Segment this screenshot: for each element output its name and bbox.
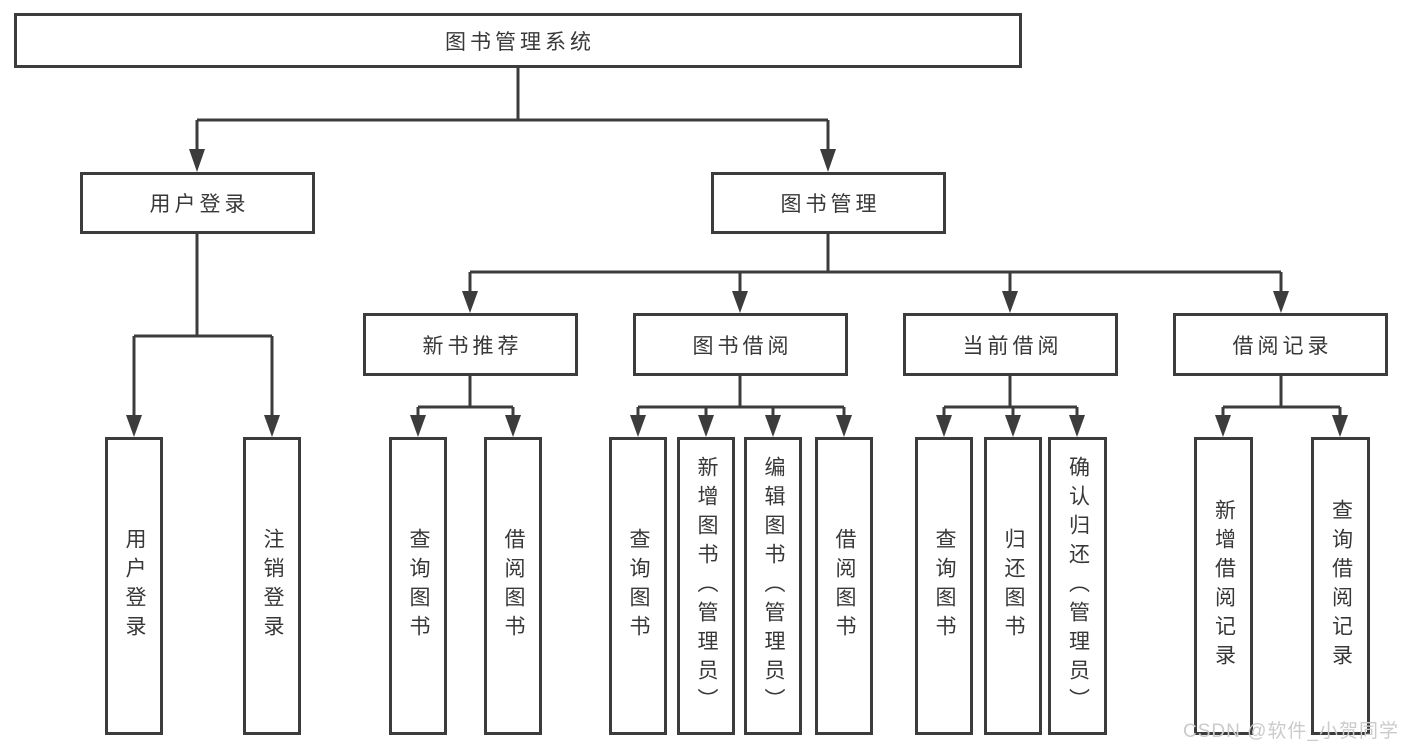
arrowhead-icons — [126, 149, 1348, 437]
leaf-current-confirm-return-admin: 确认归还（管理员） — [1048, 437, 1107, 735]
connector-path — [132, 234, 274, 417]
arrow-down-icon — [1215, 415, 1231, 437]
node-label: 查询借阅记录 — [1329, 499, 1353, 673]
arrow-down-icon — [462, 291, 478, 313]
connector-path — [416, 405, 515, 417]
leaf-logout: 注销登录 — [243, 437, 301, 735]
arrow-down-icon — [505, 415, 521, 437]
arrow-down-icon — [765, 415, 781, 437]
node-new-book-recommendation: 新书推荐 — [363, 313, 578, 376]
node-label: 图书管理 — [780, 193, 881, 216]
arrow-down-icon — [732, 291, 748, 313]
node-label: 图书管理系统 — [445, 30, 595, 54]
node-label: 借阅图书 — [833, 528, 856, 644]
arrow-down-icon — [1002, 291, 1018, 313]
node-label: 查询图书 — [407, 528, 430, 644]
node-book-borrowing: 图书借阅 — [633, 313, 848, 376]
arrow-down-icon — [630, 415, 646, 437]
node-label: 图书借阅 — [692, 334, 793, 358]
node-current-borrowing: 当前借阅 — [903, 313, 1118, 376]
node-label: 用户登录 — [149, 193, 250, 216]
arrow-down-icon — [1005, 415, 1021, 437]
connector-path — [1221, 405, 1342, 417]
arrow-down-icon — [836, 415, 852, 437]
leaf-current-query-books: 查询图书 — [915, 437, 973, 735]
leaf-records-add-borrow-record: 新增借阅记录 — [1194, 437, 1253, 735]
node-label: 编辑图书（管理员） — [762, 455, 785, 717]
connector-path — [636, 405, 846, 417]
node-book-management: 图书管理 — [711, 172, 946, 234]
node-label: 新书推荐 — [422, 334, 523, 358]
node-borrowing-records: 借阅记录 — [1173, 313, 1388, 376]
arrow-down-icon — [264, 415, 280, 437]
arrow-down-icon — [1332, 415, 1348, 437]
node-label: 注销登录 — [261, 528, 284, 644]
leaf-user-login: 用户登录 — [105, 437, 163, 735]
node-label: 新增图书（管理员） — [695, 455, 718, 717]
leaf-borrowing-borrow-books: 借阅图书 — [815, 437, 873, 735]
leaf-borrowing-query-books: 查询图书 — [609, 437, 667, 735]
node-label: 当前借阅 — [962, 334, 1063, 358]
node-label: 查询图书 — [627, 528, 650, 644]
node-library-management-system: 图书管理系统 — [14, 13, 1022, 68]
leaf-newbook-borrow-books: 借阅图书 — [484, 437, 542, 735]
connector-path — [468, 234, 1283, 292]
connector-path — [195, 67, 830, 151]
arrow-down-icon — [698, 415, 714, 437]
leaf-borrowing-add-books-admin: 新增图书（管理员） — [677, 437, 735, 735]
arrow-down-icon — [1069, 415, 1085, 437]
arrow-down-icon — [820, 149, 836, 172]
node-label: 归还图书 — [1002, 528, 1025, 644]
node-label: 借阅记录 — [1232, 334, 1333, 358]
leaf-current-return-books: 归还图书 — [984, 437, 1042, 735]
arrow-down-icon — [189, 149, 205, 172]
arrow-down-icon — [936, 415, 952, 437]
node-label: 借阅图书 — [502, 528, 525, 644]
leaf-newbook-query-books: 查询图书 — [389, 437, 447, 735]
csdn-watermark: CSDN @软件_小贺同学 — [1183, 721, 1399, 742]
arrow-down-icon — [410, 415, 426, 437]
leaf-borrowing-edit-books-admin: 编辑图书（管理员） — [744, 437, 802, 735]
arrow-down-icon — [1273, 291, 1289, 313]
node-label: 确认归还（管理员） — [1066, 455, 1090, 717]
node-user-login: 用户登录 — [80, 172, 315, 234]
node-label: 查询图书 — [933, 528, 956, 644]
node-label: 新增借阅记录 — [1212, 499, 1236, 673]
arrow-down-icon — [126, 415, 142, 437]
connector-path — [468, 376, 1283, 407]
node-label: 用户登录 — [123, 528, 146, 644]
connector-path — [942, 405, 1079, 417]
leaf-records-query-borrow-record: 查询借阅记录 — [1311, 437, 1370, 735]
